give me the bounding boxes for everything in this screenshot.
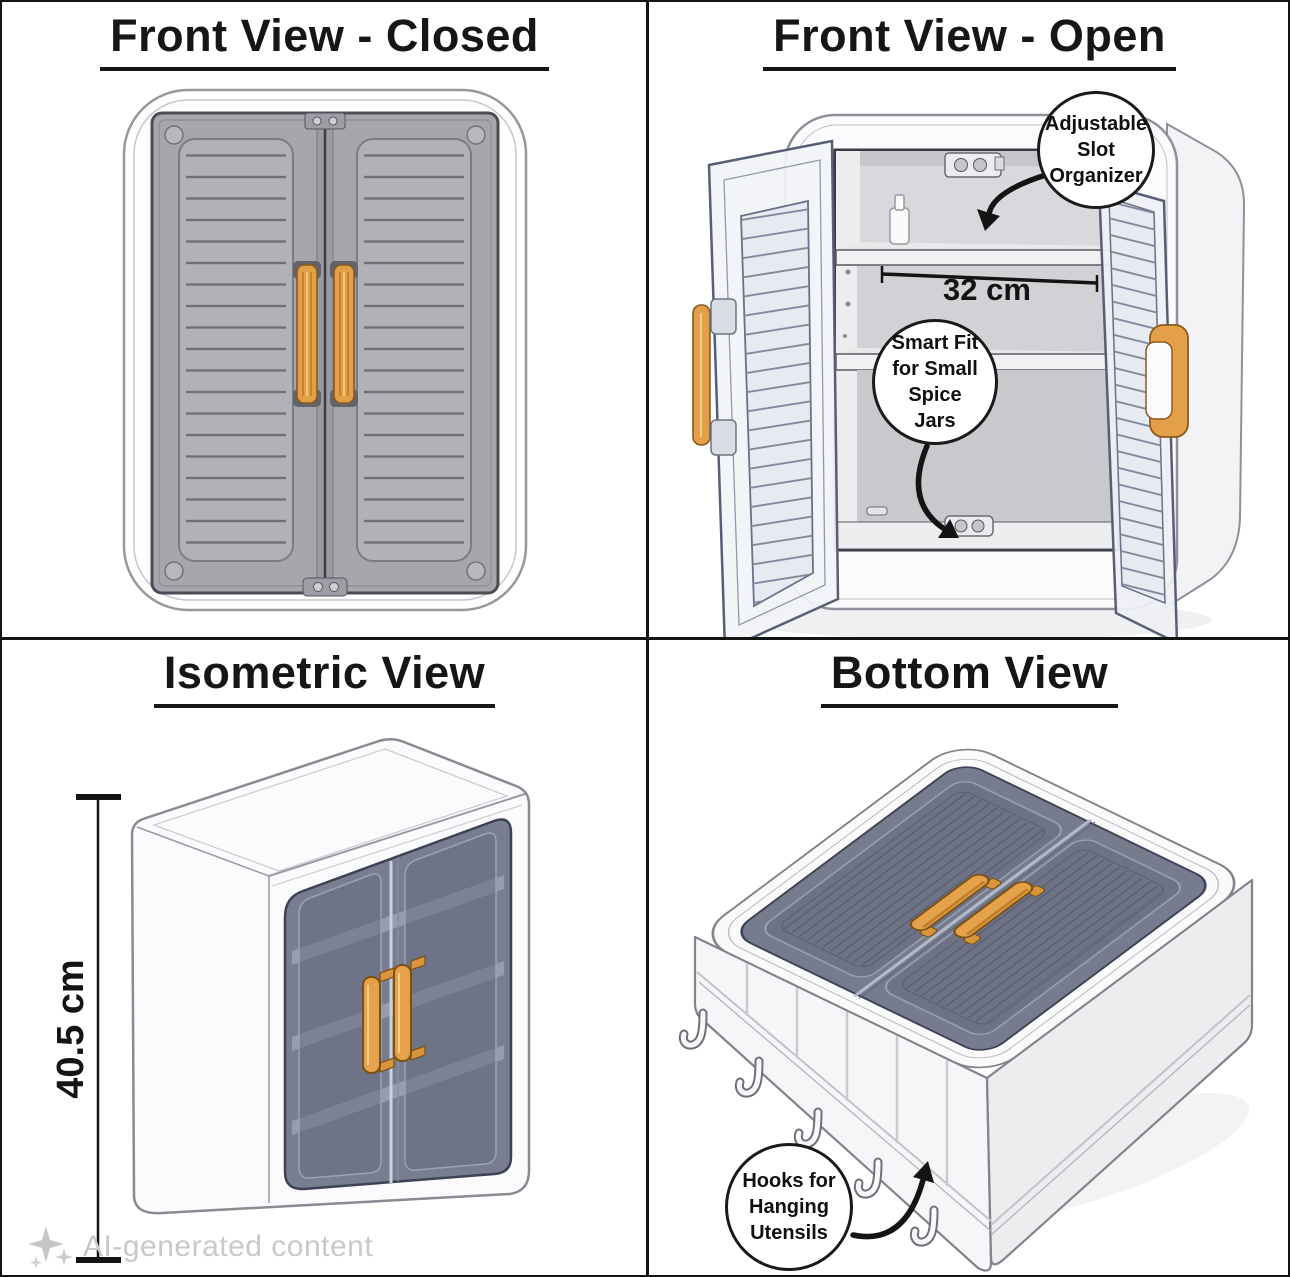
shelf-width-dimension-line [880,266,1099,292]
title-text: Front View - Closed [100,10,549,71]
arrow-to-lower-compartment [915,443,959,538]
left-door-open [692,139,840,639]
left-door-louver-panel [178,138,294,562]
cabinet-right-side [1163,122,1246,610]
title-text: Front View - Open [763,10,1176,71]
body-left-face [693,935,993,1272]
handle-right [330,261,358,407]
hanging-hooks [678,1008,939,1247]
right-door-panel [404,832,497,1171]
title-text: Isometric View [153,647,496,708]
hook [853,1157,883,1199]
right-door-open [1097,181,1189,639]
hinge-tab [710,298,737,335]
top-latch [944,152,1005,178]
annotation-bubble-slot-organizer: Adjustable Slot Organizer [1037,91,1155,209]
arrow-to-hook [850,1161,934,1240]
hook [793,1107,823,1149]
side-ribs [745,962,949,1186]
panel-front-open: Front View - Open [647,2,1288,639]
hinge-tab [710,419,737,456]
panel-title-front-open: Front View - Open [647,10,1288,71]
annotation-bubble-smart-fit: Smart Fit for Small Spice Jars [872,319,998,445]
right-door-louver-panel [356,138,472,562]
bottom-face [711,748,1236,1069]
shelf-width-dimension-label: 32 cm [943,272,1031,307]
door-panel-1 [764,781,1063,978]
door-seam [852,819,1093,998]
cabinet-bottom-illustration [678,748,1254,1272]
left-door-panel [298,873,382,1179]
height-dimension-line [76,794,121,1263]
spice-jar [889,194,910,245]
shelf-top [835,242,1119,266]
panel-bottom: Bottom View [647,639,1288,1275]
door-panel-2 [884,839,1181,1035]
title-text: Bottom View [820,647,1119,708]
cabinet-isometric-illustration [76,738,531,1263]
panel-title-bottom: Bottom View [647,647,1288,708]
sparkles-icon [28,1226,73,1269]
handle-left [362,967,395,1074]
hook [678,1008,708,1050]
body-right-face [985,878,1254,1266]
hook [734,1056,764,1098]
handle-1 [909,874,1002,938]
right-door-handle [1145,324,1189,438]
handle-right [393,955,426,1062]
bottom-latch [302,577,348,597]
annotation-bubble-hooks: Hooks for Hanging Utensils [725,1143,853,1271]
height-dimension-label: 40.5 cm [50,959,92,1099]
panel-front-closed: Front View - Closed [2,2,647,639]
watermark-text: AI-generated content [83,1230,374,1263]
panel-title-isometric: Isometric View [2,647,647,708]
cabinet-closed [122,88,528,612]
panel-divider-horizontal [2,637,1288,640]
panel-isometric: Isometric View [2,639,647,1275]
panel-title-front-closed: Front View - Closed [2,10,647,71]
handle-2 [953,881,1046,945]
arrow-to-slot-organizer [977,171,1052,231]
bottom-latch [866,506,994,537]
cabinet-open-illustration [692,113,1246,639]
cabinet-bottom-view [678,748,1254,1272]
cabinet-isometric [130,738,531,1215]
hook [909,1205,939,1247]
top-latch [304,112,346,130]
handle-left [293,261,321,407]
corner-screws [164,125,486,581]
watermark: AI-generated content [26,1224,373,1270]
cabinet-closed-illustration [122,88,528,612]
